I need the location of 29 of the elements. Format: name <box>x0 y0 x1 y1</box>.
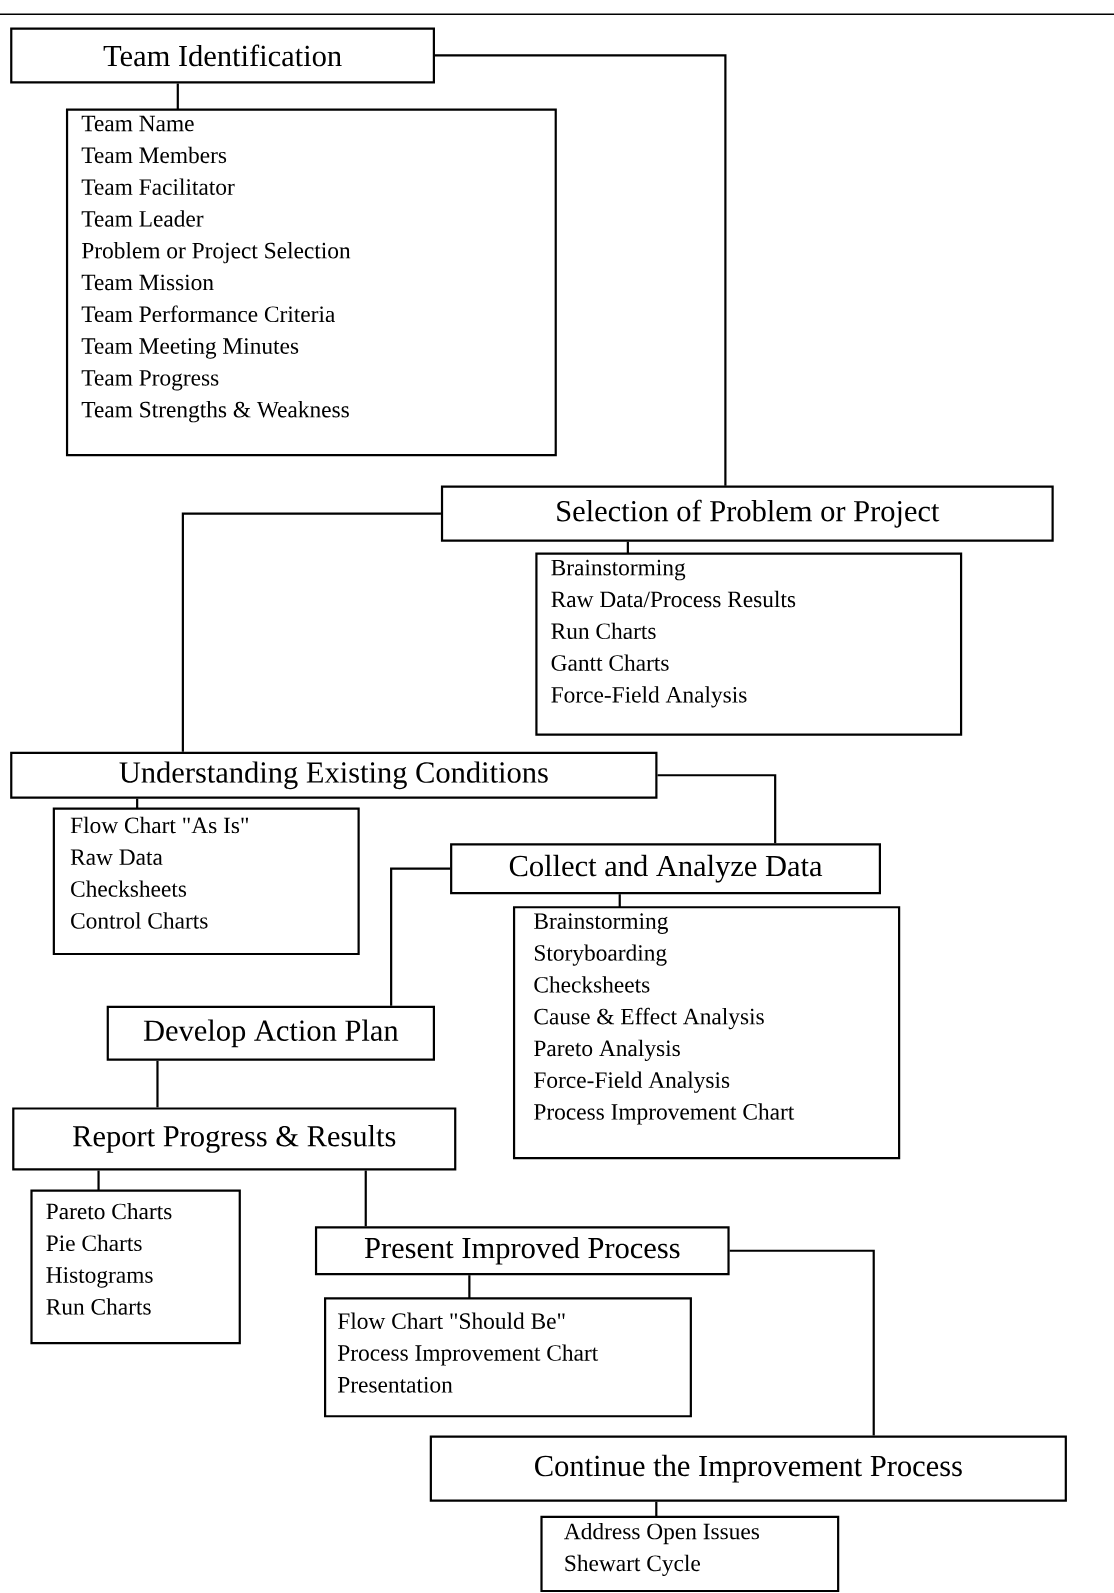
connector-line <box>626 541 629 554</box>
connector-line <box>729 1249 875 1436</box>
connector-line <box>468 1275 471 1299</box>
heading-box: Report Progress & Results <box>11 1107 457 1171</box>
heading-box: Team Identification <box>9 27 435 84</box>
connector-line <box>434 54 727 486</box>
list-box: Team Name Team Members Team Facilitator Team Leader Problem or Project Selection Team Mission Team Performance Criteria Team Meeting Minutes Team Progress Team Strengths & Weakness <box>65 108 557 457</box>
heading-box: Collect and Analyze Data <box>449 843 881 895</box>
list-box: Flow Chart "Should Be" Process Improvement Chart Presentation <box>323 1297 692 1418</box>
heading-box: Selection of Problem or Project <box>440 485 1054 542</box>
list-box: Address Open Issues Shewart Cycle <box>540 1515 839 1593</box>
connector-line <box>364 1170 367 1227</box>
connector-line <box>181 512 441 752</box>
list-box: Brainstorming Raw Data/Process Results Run Charts Gantt Charts Force-Field Analysis <box>535 552 962 736</box>
list-box: Flow Chart "As Is" Raw Data Checksheets Control Charts <box>52 807 360 956</box>
list-box: Brainstorming Storyboarding Checksheets Cause & Effect Analysis Pareto Analysis Force-Field Analysis Process Improvement Chart <box>512 906 900 1160</box>
heading-box: Present Improved Process <box>314 1226 730 1276</box>
connector-line <box>97 1170 100 1191</box>
connector-line <box>657 774 777 844</box>
connector-line <box>135 798 138 809</box>
heading-box: Understanding Existing Conditions <box>9 751 658 799</box>
connector-line <box>654 1501 658 1517</box>
connector-line <box>156 1060 159 1108</box>
heading-box: Continue the Improvement Process <box>429 1435 1067 1502</box>
list-box: Pareto Charts Pie Charts Histograms Run Charts <box>30 1189 241 1345</box>
connector-line <box>389 867 450 1006</box>
connector-line <box>176 83 179 110</box>
heading-box: Develop Action Plan <box>106 1005 435 1061</box>
connector-line <box>618 894 621 908</box>
